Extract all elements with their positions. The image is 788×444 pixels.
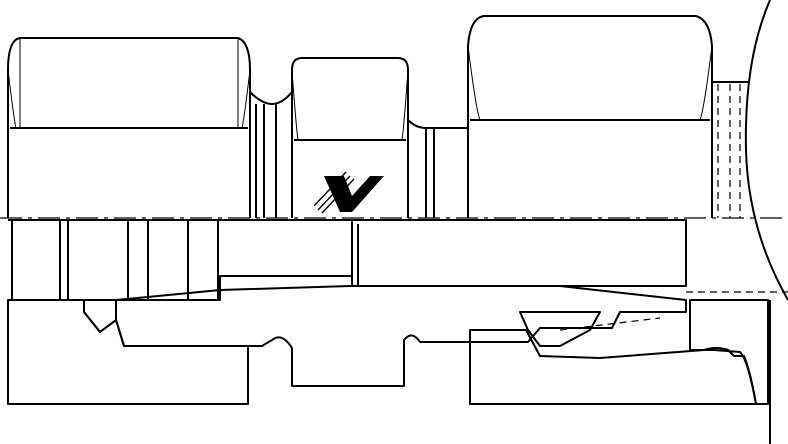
body-section: [115, 285, 687, 387]
tube: [8, 219, 687, 301]
hidden-edge-2: [559, 317, 661, 331]
right-nut-section: [469, 299, 769, 405]
left-nut: [7, 37, 251, 218]
left-neck: [249, 91, 293, 218]
brand-logo-icon: [313, 171, 384, 214]
left-nut-section: [7, 299, 249, 405]
ferrule-section: [83, 311, 601, 347]
right-neck: [407, 119, 468, 218]
right-nut: [467, 15, 713, 218]
body-hex: [291, 57, 409, 218]
break-line: [744, 0, 788, 301]
thread-stud: [712, 81, 750, 218]
